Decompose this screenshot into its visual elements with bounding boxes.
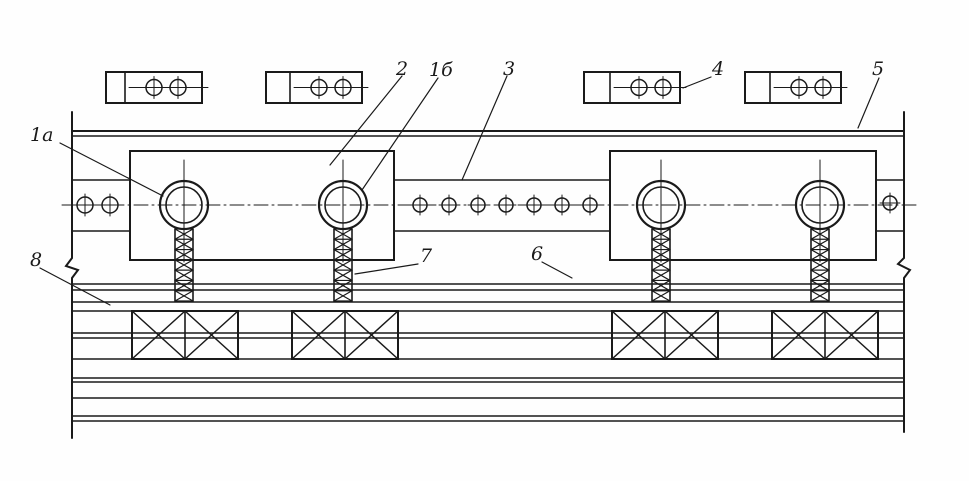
top-element [105,71,209,104]
right-boundary [896,111,912,433]
top-element-hole [627,76,651,99]
label-1a: 1a [30,124,53,146]
top-element-hole [787,76,811,99]
label-2: 2 [395,58,408,80]
pipe-small-circle [495,194,517,216]
top-element-hole [142,76,166,99]
crossed-box [291,310,399,360]
label-7: 7 [420,245,433,267]
left-boundary [64,111,80,439]
pipe-small-circle [98,193,122,217]
lower-lines [71,283,905,422]
wall-top-lines [71,130,905,137]
top-element-hole [811,76,835,99]
top-element-hole [307,76,331,99]
pipe-small-circle [467,194,489,216]
crossed-box [611,310,719,360]
large-circle [794,159,846,263]
label-1b: 1б [429,59,453,81]
lattice-column [174,228,194,302]
top-element-hole [651,76,675,99]
pipe-small-circle [551,194,573,216]
pipe-small-circle [879,192,901,214]
label-6: 6 [531,243,543,265]
label-8: 8 [30,249,42,271]
large-circle [158,159,210,263]
lattice-column [810,228,830,302]
label-4: 4 [711,58,724,80]
box-left [129,150,395,261]
top-element-hole [331,76,355,99]
crossed-box [771,310,879,360]
top-element [583,71,687,104]
label-3: 3 [503,58,515,80]
pipe-small-circle [523,194,545,216]
top-element [744,71,848,104]
box-right [609,150,877,261]
lattice-column [651,228,671,302]
top-element [265,71,369,104]
top-element-hole [166,76,190,99]
pipe-small-circle [409,194,431,216]
pipe-small-circle [438,194,460,216]
pipe-small-circle [73,193,97,217]
large-circle [635,159,687,263]
crossed-box [131,310,239,360]
pipe-small-circle [579,194,601,216]
pipe-band [71,179,905,232]
lattice-column [333,228,353,302]
large-circle [317,159,369,263]
label-5: 5 [872,58,884,80]
leader-lines [39,75,880,306]
